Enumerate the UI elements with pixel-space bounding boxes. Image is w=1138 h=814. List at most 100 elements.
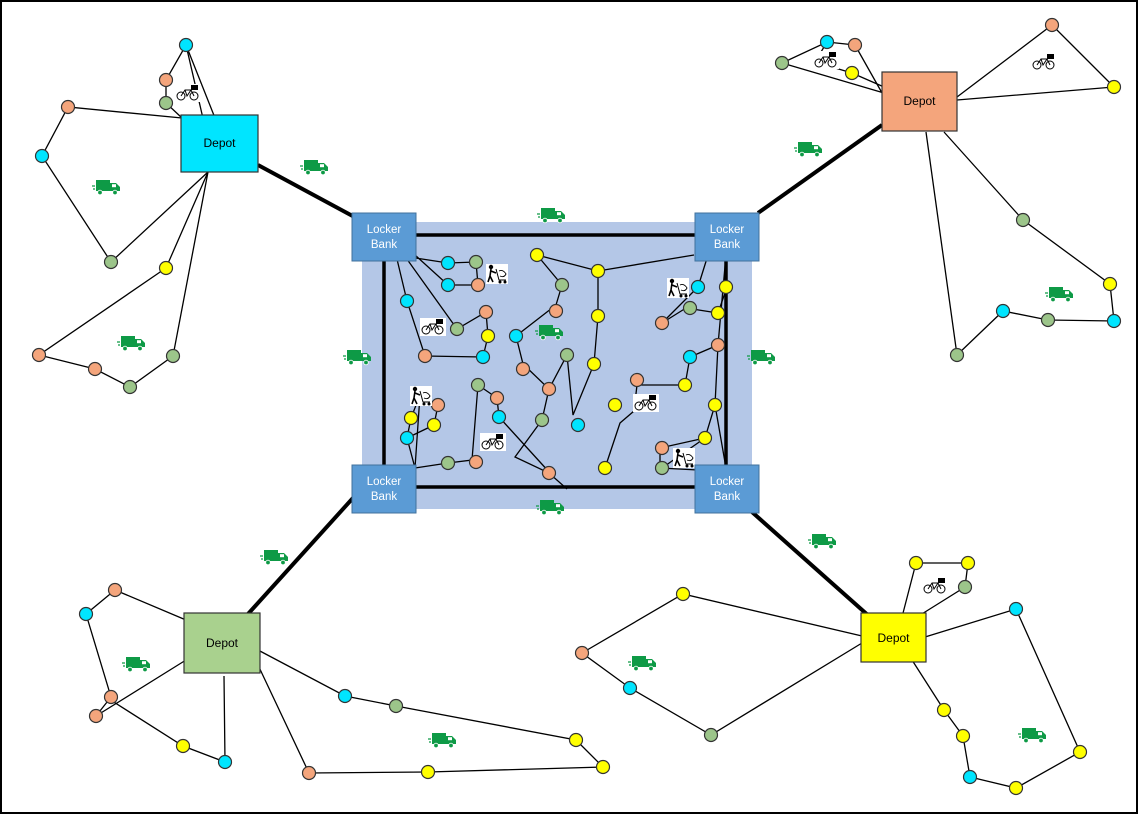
node [707, 397, 723, 413]
depot-green: Depot [183, 612, 261, 674]
cargo-bike-icon [419, 317, 447, 337]
node [677, 377, 693, 393]
node [844, 65, 860, 81]
node [103, 254, 119, 270]
truck-icon [807, 533, 837, 550]
node [697, 430, 713, 446]
node [955, 728, 971, 744]
porter-trolley-icon [672, 447, 696, 469]
depot-label: Depot [203, 136, 236, 150]
node [629, 372, 645, 388]
node [88, 708, 104, 724]
node [399, 293, 415, 309]
node [515, 361, 531, 377]
node [449, 321, 465, 337]
porter-trolley-icon [666, 277, 690, 299]
node [548, 303, 564, 319]
truck-icon [116, 335, 146, 352]
node [654, 460, 670, 476]
node [597, 460, 613, 476]
node [710, 337, 726, 353]
node [31, 347, 47, 363]
node [430, 397, 446, 413]
truck-icon [627, 655, 657, 672]
svg-text:Bank: Bank [371, 491, 397, 503]
cargo-bike-icon [174, 83, 202, 103]
node [420, 764, 436, 780]
node [1106, 79, 1122, 95]
node [480, 328, 496, 344]
node [158, 260, 174, 276]
depot-peach: Depot [881, 71, 958, 132]
depot-label: Depot [903, 94, 936, 108]
node [468, 254, 484, 270]
node [1106, 313, 1122, 329]
locker-top-left: Locker Bank [351, 212, 417, 262]
node [622, 680, 638, 696]
cargo-bike-icon [812, 50, 840, 70]
node [1008, 780, 1024, 796]
locker-bottom-right: Locker Bank [694, 464, 760, 514]
depot-label: Depot [206, 636, 239, 650]
node [957, 579, 973, 595]
truck-icon [427, 732, 457, 749]
node [559, 347, 575, 363]
node [586, 356, 602, 372]
node [718, 279, 734, 295]
node [995, 303, 1011, 319]
node [491, 409, 507, 425]
node [529, 247, 545, 263]
svg-text:Bank: Bank [371, 239, 397, 251]
node [1008, 601, 1024, 617]
node [568, 732, 584, 748]
truck-icon [536, 207, 566, 224]
node [475, 349, 491, 365]
node [554, 277, 570, 293]
node [403, 410, 419, 426]
node [470, 377, 486, 393]
node [508, 328, 524, 344]
node [774, 55, 790, 71]
node [1072, 744, 1088, 760]
cargo-bike-icon [479, 432, 507, 452]
node [178, 37, 194, 53]
cargo-bike-icon [632, 393, 660, 413]
locker-top-right: Locker Bank [694, 212, 760, 262]
node [962, 769, 978, 785]
node [607, 397, 623, 413]
node [690, 279, 706, 295]
truck-icon [91, 179, 121, 196]
node [158, 95, 174, 111]
truck-icon [793, 141, 823, 158]
node [337, 688, 353, 704]
node [682, 349, 698, 365]
truck-icon [259, 549, 289, 566]
porter-trolley-icon [485, 263, 509, 285]
node [960, 555, 976, 571]
node [847, 37, 863, 53]
depot-label: Depot [877, 631, 910, 645]
node [590, 263, 606, 279]
node [87, 361, 103, 377]
locker-bottom-left: Locker Bank [351, 464, 417, 514]
node [595, 759, 611, 775]
node [489, 390, 505, 406]
locker-banks: Locker Bank Locker Bank Locker Bank Lock… [351, 212, 760, 514]
node [1015, 212, 1031, 228]
svg-text:Locker: Locker [367, 224, 402, 236]
cargo-bike-icon [1030, 52, 1058, 72]
delivery-nodes [31, 17, 1122, 796]
node [1040, 312, 1056, 328]
node [158, 72, 174, 88]
node [103, 689, 119, 705]
node [78, 606, 94, 622]
node [122, 379, 138, 395]
node [165, 348, 181, 364]
node [819, 34, 835, 50]
svg-text:Bank: Bank [714, 491, 740, 503]
node [949, 347, 965, 363]
node [590, 308, 606, 324]
node [478, 304, 494, 320]
